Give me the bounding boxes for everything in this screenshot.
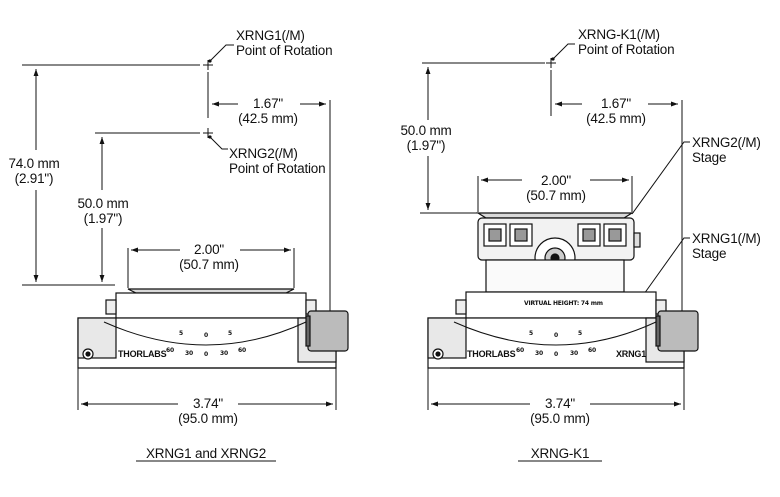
left-scale-top-2: 0 (204, 332, 208, 339)
right-stage1-label: XRNG1(/M)Stage (692, 231, 761, 261)
left-scale-top-3: 5 (228, 330, 232, 337)
right-brand: THORLABS (467, 349, 516, 359)
rotation-point-k1-icon (546, 58, 556, 68)
rotation-point-1-icon (203, 60, 213, 70)
left-scale-top-1: 5 (179, 330, 183, 337)
left-caption: XRNG1 and XRNG2 (145, 446, 267, 461)
right-drawing (420, 43, 690, 410)
right-virtual-height: VIRTUAL HEIGHT: 74 mm (524, 300, 603, 307)
rotation-point-2-icon (203, 128, 213, 138)
right-model: XRNG1 (616, 349, 647, 359)
right-width-dim: 3.74"(95.0 mm) (530, 396, 590, 426)
right-scale-bottom-1: 60 (516, 347, 524, 354)
right-scale-bottom-2: 30 (535, 350, 543, 357)
left-width-dim: 3.74"(95.0 mm) (178, 396, 238, 426)
left-rot1-label: XRNG1(/M)Point of Rotation (236, 28, 333, 58)
left-offset-dim: 1.67"(42.5 mm) (238, 96, 298, 126)
left-scale-bottom-1: 60 (166, 347, 174, 354)
right-scale-top-3: 5 (578, 330, 582, 337)
left-scale-bottom-4: 30 (220, 350, 228, 357)
right-scale-top-1: 5 (529, 330, 533, 337)
left-rot2-label: XRNG2(/M)Point of Rotation (229, 146, 326, 176)
right-offset-dim: 1.67"(42.5 mm) (586, 96, 646, 126)
left-drawing (22, 44, 337, 410)
right-rot-label: XRNG-K1(/M)Point of Rotation (578, 27, 675, 57)
right-scale-bottom-4: 30 (570, 350, 578, 357)
right-scale-bottom-5: 60 (588, 347, 596, 354)
left-brand: THORLABS (118, 349, 167, 359)
left-scale-bottom-5: 60 (238, 347, 246, 354)
left-stage-body (77, 288, 349, 369)
left-scale-bottom-3: 0 (204, 351, 208, 358)
right-caption: XRNG-K1 (530, 446, 590, 461)
right-stage-body (427, 212, 699, 369)
right-platform-dim: 2.00"(50.7 mm) (526, 173, 586, 203)
left-50-height-dim: 50.0 mm(1.97") (77, 196, 129, 226)
right-scale-bottom-3: 0 (554, 351, 558, 358)
right-50-height-dim: 50.0 mm(1.97") (400, 123, 452, 153)
left-platform-dim: 2.00"(50.7 mm) (179, 242, 239, 272)
left-total-height-dim: 74.0 mm(2.91") (8, 156, 60, 186)
right-scale-top-2: 0 (554, 332, 558, 339)
left-scale-bottom-2: 30 (185, 350, 193, 357)
right-stage2-label: XRNG2(/M)Stage (692, 135, 761, 165)
